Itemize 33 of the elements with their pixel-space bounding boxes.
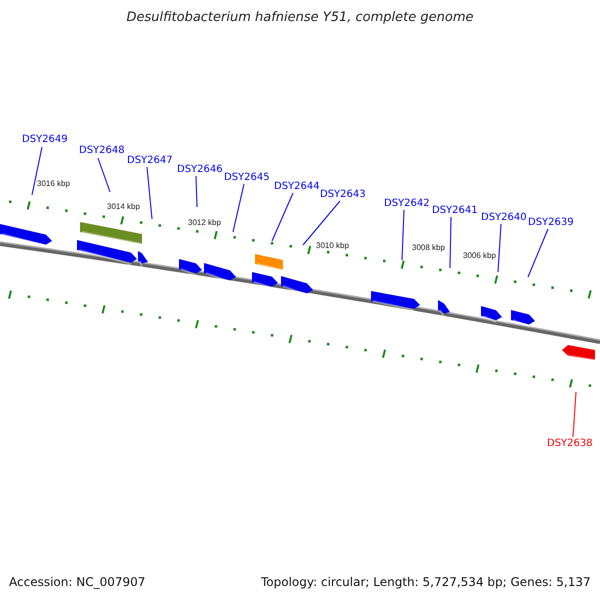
- scale-label: 3006 kbp: [463, 252, 496, 260]
- gene-label: DSY2648: [79, 146, 125, 156]
- scale-label: 3010 kbp: [316, 242, 349, 250]
- leader-line: [32, 146, 42, 196]
- gene-label: DSY2639: [528, 218, 574, 228]
- gene-label: DSY2644: [274, 182, 320, 192]
- leader-line: [498, 224, 502, 272]
- scale-label: 3016 kbp: [37, 180, 70, 188]
- leader-line: [98, 158, 110, 192]
- footer-text: Accession: NC_007907: [9, 576, 146, 588]
- gene-label: DSY2647: [127, 156, 173, 166]
- gene-label: DSY2640: [481, 213, 527, 223]
- leader-line: [572, 392, 576, 438]
- gene-label: DSY2645: [224, 173, 270, 183]
- scale-label: 3012 kbp: [188, 219, 221, 227]
- gene-label: DSY2646: [177, 165, 223, 175]
- leader-line: [302, 200, 340, 246]
- gene-label: DSY2649: [22, 135, 68, 145]
- genome-title: Desulfitobacterium hafniense Y51, complete genome: [125, 11, 474, 24]
- leader-line: [402, 210, 404, 260]
- leader-line: [196, 176, 198, 208]
- gene-label: DSY2643: [320, 190, 366, 200]
- gene-label: DSY2638: [547, 439, 593, 449]
- scale-label: 3008 kbp: [412, 244, 445, 252]
- leader-line: [450, 216, 452, 268]
- gene-label: DSY2642: [384, 199, 430, 209]
- leader-line: [146, 166, 152, 220]
- footer-text: Topology: circular; Length: 5,727,534 bp; Genes: 5,137: [261, 576, 591, 588]
- leader-line: [528, 228, 548, 278]
- leader-line: [232, 184, 244, 232]
- scale-label: 3014 kbp: [107, 203, 140, 211]
- gene-label: DSY2641: [432, 206, 478, 216]
- leader-line: [272, 192, 294, 242]
